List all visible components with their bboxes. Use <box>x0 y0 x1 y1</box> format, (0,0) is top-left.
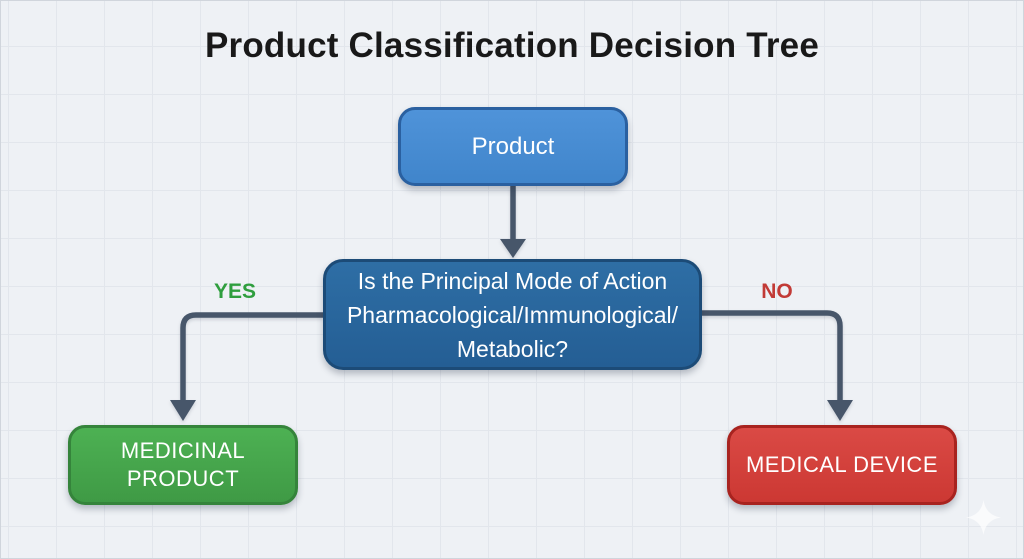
node-medicinal-product-line: MEDICINAL <box>120 438 246 463</box>
node-question-line: Pharmacological/Immunological/ <box>346 301 679 328</box>
node-question-line: Is the Principal Mode of Action <box>357 267 668 294</box>
node-product: Product <box>398 107 628 186</box>
node-medicinal-product: MEDICINAL PRODUCT <box>68 425 298 505</box>
node-question: Is the Principal Mode of Action Pharmaco… <box>323 259 702 370</box>
sparkle-icon <box>966 500 1001 535</box>
node-medicinal-product-line: PRODUCT <box>126 466 240 491</box>
page-title: Product Classification Decision Tree <box>204 26 820 65</box>
node-product-label: Product <box>471 132 555 160</box>
connector-product-question <box>500 186 526 258</box>
branch-label-yes: YES <box>213 280 257 303</box>
branch-label-no: NO <box>761 280 793 303</box>
connector-no-branch <box>702 310 853 421</box>
node-medical-device-label: MEDICAL DEVICE <box>745 452 938 477</box>
connector-yes-branch <box>170 312 323 421</box>
node-question-line: Metabolic? <box>456 335 569 362</box>
node-medical-device: MEDICAL DEVICE <box>727 425 957 505</box>
